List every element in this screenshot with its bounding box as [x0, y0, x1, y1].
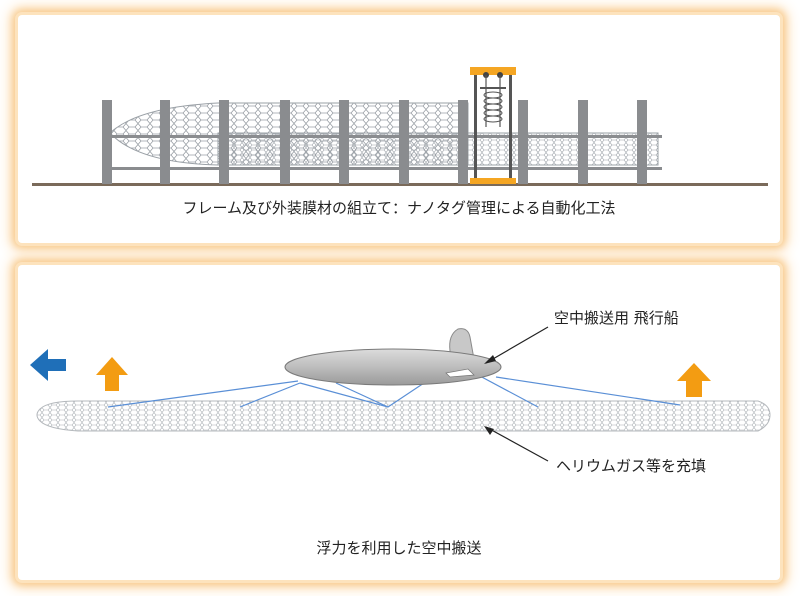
- assembly-illustration: [32, 67, 768, 186]
- frame-beams: [102, 135, 662, 170]
- transport-caption: 浮力を利用した空中搬送: [316, 539, 482, 557]
- callout-arrowheads: [484, 355, 496, 435]
- airship: [284, 328, 502, 386]
- frame-columns: [102, 100, 647, 184]
- transport-panel: 空中搬送用 飛行船 ヘリウムガス等を充填 浮力を利用した空中搬送: [18, 265, 780, 580]
- ground-line: [32, 183, 768, 186]
- crane-assembly: [470, 67, 516, 184]
- assembly-caption: フレーム及び外装膜材の組立て：ナノタグ管理による自動化工法: [182, 199, 616, 217]
- arrow-left-icon: [30, 349, 66, 381]
- arrow-up-icon: [677, 363, 711, 397]
- callout-lines: [485, 326, 549, 462]
- airship-label: 空中搬送用 飛行船: [554, 309, 679, 327]
- assembly-panel: フレーム及び外装膜材の組立て：ナノタグ管理による自動化工法: [18, 15, 780, 243]
- transported-hull: [36, 400, 771, 432]
- helium-label: ヘリウムガス等を充填: [556, 457, 707, 475]
- arrow-up-icon: [96, 357, 128, 391]
- transport-illustration: [30, 326, 771, 462]
